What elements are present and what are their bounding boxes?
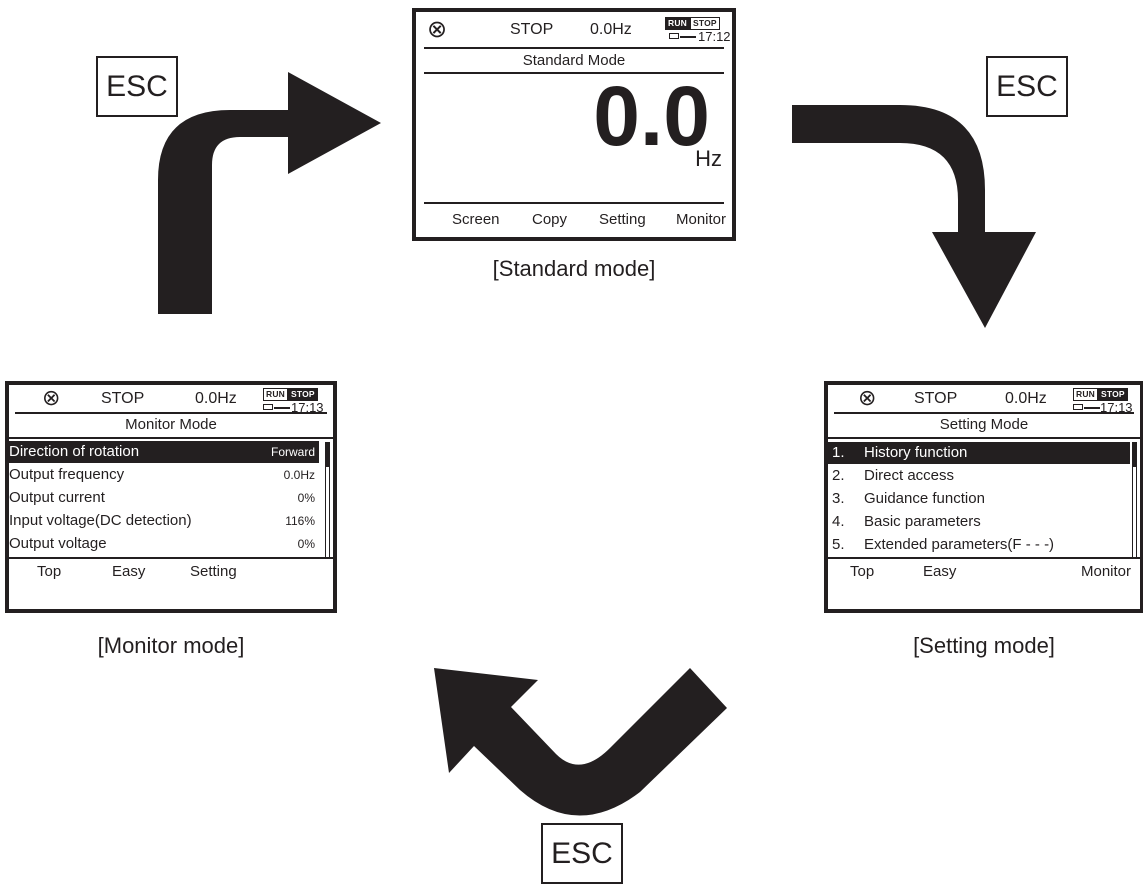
circle-cross-icon: ⊗ [42,385,61,410]
softkey-top[interactable]: Top [37,563,62,580]
run-stop-indicator: RUN STOP [1073,388,1128,401]
esc-button-right[interactable]: ESC [986,56,1068,117]
esc-button-left[interactable]: ESC [96,56,178,117]
battery-icon [263,404,273,410]
list-item[interactable]: 4. Basic parameters [832,513,981,530]
arrow-setting-to-monitor [434,668,727,816]
monitor-mode-screen: ⊗ STOP 0.0Hz RUN STOP 17:13 Monitor Mode… [5,381,337,613]
list-item[interactable]: Output current 0% [9,489,315,506]
mode-title: Monitor Mode [125,416,217,433]
list-item[interactable]: Output frequency 0.0Hz [9,466,315,483]
softkey-setting[interactable]: Setting [599,211,646,228]
softkey-top[interactable]: Top [850,563,875,580]
softkey-easy[interactable]: Easy [923,563,957,580]
circle-cross-icon: ⊗ [858,385,877,410]
list-item[interactable]: 3. Guidance function [832,490,985,507]
standard-mode-caption: [Standard mode] [492,256,656,281]
clock-text: 17:13 [291,400,324,415]
run-indicator: RUN [263,388,289,401]
battery-line [680,36,696,38]
softkey-divider [828,557,1140,559]
list-item[interactable]: Direction of rotation Forward [9,441,319,463]
battery-line [1084,407,1100,409]
scrollbar-thumb[interactable] [1132,443,1137,467]
run-stop-indicator: RUN STOP [263,388,318,401]
status-header: STOP 0.0Hz RUN STOP 17:12 [416,12,732,46]
status-text: STOP [101,390,145,407]
setting-mode-screen: ⊗ STOP 0.0Hz RUN STOP 17:13 Setting Mode… [824,381,1143,613]
softkey-divider [424,202,724,204]
frequency-text: 0.0Hz [1005,390,1047,407]
arrow-standard-to-setting [792,105,1036,328]
frequency-display: 0.0 [593,69,710,163]
softkey-monitor[interactable]: Monitor [676,211,727,228]
title-divider [424,72,724,74]
battery-line [274,407,290,409]
softkey-screen[interactable]: Screen [452,211,500,228]
list-item[interactable]: 2. Direct access [832,467,955,484]
scrollbar-thumb[interactable] [325,443,330,467]
status-header: STOP 0.0Hz RUN STOP 17:13 [9,385,333,419]
standard-mode-screen: ⊗ STOP 0.0Hz RUN STOP 17:12 Standard Mod… [412,8,736,241]
esc-button-bottom[interactable]: ESC [541,823,623,884]
softkey-easy[interactable]: Easy [112,563,146,580]
mode-title: Setting Mode [939,416,1029,433]
clock-text: 17:13 [1100,400,1133,415]
circle-cross-icon: ⊗ [427,16,448,43]
softkey-divider [9,557,333,559]
list-item[interactable]: Input voltage(DC detection) 116% [9,512,315,529]
softkey-copy[interactable]: Copy [532,211,568,228]
softkey-setting[interactable]: Setting [190,563,237,580]
header-divider [424,47,724,49]
header-divider [834,412,1134,414]
title-divider [9,437,333,439]
list-item[interactable]: 5. Extended parameters(F - - -) [832,536,1055,553]
frequency-text: 0.0Hz [590,21,632,38]
status-text: STOP [914,390,958,407]
battery-icon [1073,404,1083,410]
stop-indicator: STOP [1098,388,1128,401]
header-divider [15,412,327,414]
run-indicator: RUN [1073,388,1099,401]
softkey-monitor[interactable]: Monitor [1081,563,1132,580]
battery-icon [669,33,679,39]
stop-indicator: STOP [690,17,720,30]
monitor-mode-caption: [Monitor mode] [97,633,245,658]
frequency-unit: Hz [695,146,722,171]
list-item[interactable]: 1. History function [828,442,1130,464]
run-stop-indicator: RUN STOP [665,17,720,30]
stop-indicator: STOP [288,388,318,401]
mode-title: Standard Mode [522,52,626,69]
status-header: STOP 0.0Hz RUN STOP 17:13 [828,385,1140,419]
arrow-monitor-to-standard [158,72,381,314]
frequency-text: 0.0Hz [195,390,237,407]
run-indicator: RUN [665,17,691,30]
list-item[interactable]: Output voltage 0% [9,535,315,552]
title-divider [828,437,1140,439]
setting-mode-caption: [Setting mode] [913,633,1055,658]
clock-text: 17:12 [698,29,731,44]
scrollbar[interactable] [1132,442,1137,558]
scrollbar[interactable] [325,442,330,558]
status-text: STOP [510,21,554,38]
